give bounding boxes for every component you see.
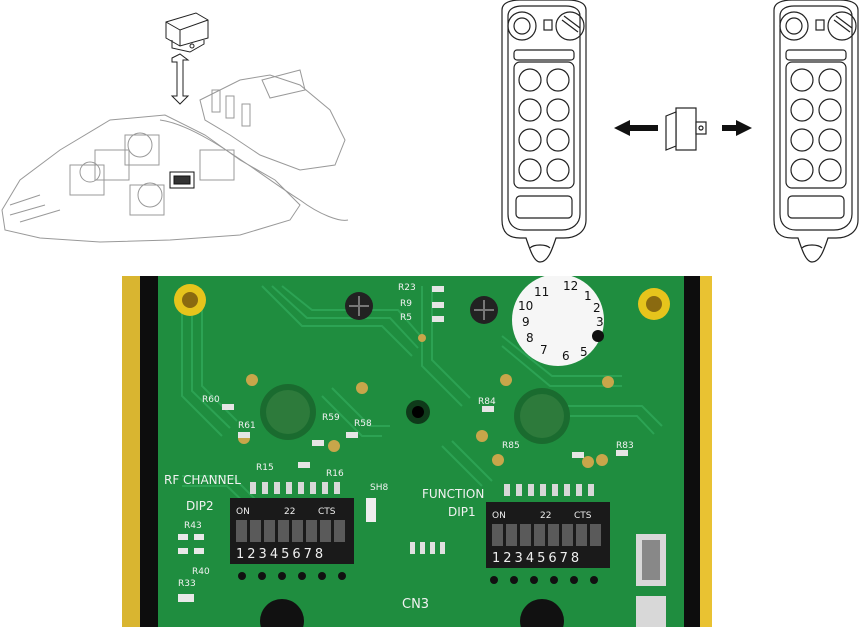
label-r60: R60 [202,395,220,405]
dial-10: 10 [518,299,533,313]
dip2-on: ON [236,507,250,517]
label-cn3: CN3 [402,597,429,612]
arrow-left-icon [614,120,658,136]
label-r9: R9 [400,299,412,309]
center-resistors [410,542,445,554]
label-r23: R23 [398,283,416,293]
dial-6: 6 [562,349,570,363]
label-r84: R84 [478,397,496,407]
arrow-right-icon [722,120,752,136]
dip1-on: ON [492,511,506,521]
module-socket-drawing [169,171,195,189]
dial-12: 12 [563,279,578,293]
dial-9: 9 [522,315,530,329]
pcb-traces [181,285,663,513]
insert-direction-arrow [170,53,190,105]
dip-switch-dip1[interactable]: ON 22 CTS 12345678 [486,502,610,568]
label-dip2: DIP2 [186,499,214,513]
dial-7: 7 [540,343,548,357]
housing-left-yellow [122,276,144,627]
screw-left [345,292,373,320]
receiver-module-drawing [165,12,209,53]
dial-8: 8 [526,331,534,345]
label-r85: R85 [502,441,520,451]
dip1-numbers: 12345678 [492,551,582,566]
dip2-22: 22 [284,507,295,517]
label-dip1: DIP1 [448,505,476,519]
dip1-22: 22 [540,511,551,521]
label-sh8: SH8 [370,483,388,493]
label-r5: R5 [400,313,412,323]
screw-right [470,296,498,324]
label-r16: R16 [326,469,344,479]
dial-11: 11 [534,285,549,299]
module-exploded-drawing [0,0,350,245]
dial-3: 3 [596,315,604,329]
dip-switch-dip2[interactable]: ON 22 CTS 12345678 [230,498,354,564]
dip2-cts: CTS [318,507,336,517]
left-edge-parts [178,534,204,602]
dial-indicator [592,330,604,342]
label-r61: R61 [238,421,256,431]
smd-components [222,286,628,468]
dial-2: 2 [593,301,601,315]
label-function: FUNCTION [422,487,484,501]
pcb-photo: 12 1 2 3 5 6 7 8 9 10 11 [122,276,712,627]
dip2-numbers: 12345678 [236,547,326,562]
dip-pin-headers [250,482,594,496]
transmitter-right-drawing [773,0,859,263]
label-r59: R59 [322,413,340,423]
label-rf-channel: RF CHANNEL [164,473,241,487]
push-button-left[interactable] [260,384,316,440]
bottom-holes [238,572,598,627]
label-r58: R58 [354,419,372,429]
rotary-dial[interactable]: 12 1 2 3 5 6 7 8 9 10 11 [512,276,604,366]
dial-1: 1 [584,289,592,303]
sh8-jumper[interactable] [366,498,376,522]
transmitter-module-transfer-drawing [490,0,866,270]
transfer-module-drawing [665,107,707,151]
label-r43: R43 [184,521,202,531]
transmitter-left-drawing [501,0,587,263]
pcb-outline-drawing [1,69,349,243]
label-r33: R33 [178,579,196,589]
label-r40: R40 [192,567,210,577]
label-r15: R15 [256,463,274,473]
label-r83: R83 [616,441,634,451]
dip1-cts: CTS [574,511,592,521]
push-button-right[interactable] [514,388,570,444]
dial-5: 5 [580,345,588,359]
